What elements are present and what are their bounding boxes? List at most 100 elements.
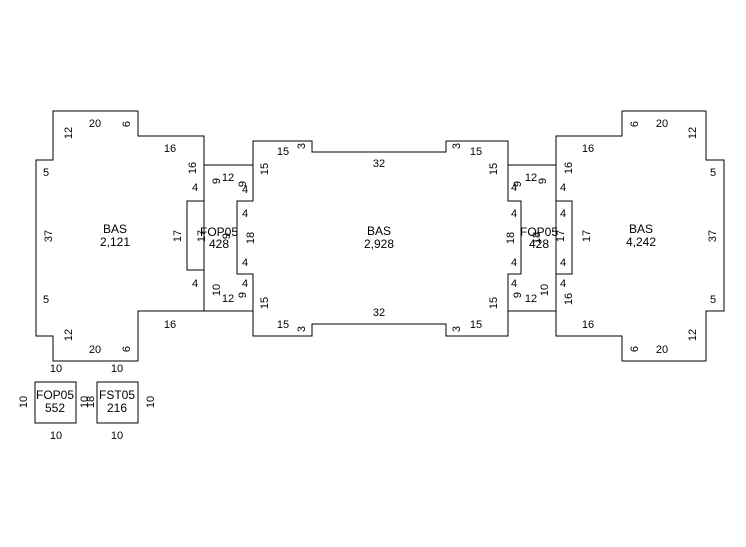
dimension-label: 6: [121, 121, 133, 127]
bas-left-outline: [35, 110, 205, 362]
dimension-label: 3: [451, 326, 463, 332]
dimension-label: 4: [511, 182, 517, 194]
dimension-label: 15: [259, 297, 271, 309]
dimension-label: 10: [211, 284, 223, 296]
dimension-label: 16: [187, 162, 199, 174]
dimension-label: 4: [511, 257, 517, 269]
dimension-label: 16: [563, 162, 575, 174]
area-value: 428: [209, 237, 229, 251]
dimension-label: 10: [111, 363, 123, 375]
dimension-label: 9: [512, 181, 524, 187]
dimension-label: 15: [470, 146, 482, 158]
dimension-label: 6: [629, 346, 641, 352]
dimension-label: 12: [525, 293, 537, 305]
dimension-label: 37: [43, 230, 55, 242]
area-value: 428: [529, 237, 549, 251]
dimension-label: 20: [89, 118, 101, 130]
area-code: FOP05: [36, 388, 74, 402]
dimension-label: 4: [192, 182, 198, 194]
dimension-label: 12: [222, 172, 234, 184]
dimension-label: 10: [111, 430, 123, 442]
dimension-label: 4: [511, 278, 517, 290]
dimension-label: 18: [245, 232, 257, 244]
dimension-label: 10: [50, 363, 62, 375]
dimension-label: 9: [237, 292, 249, 298]
area-code: BAS: [103, 222, 127, 236]
fst-small-outline: [96, 381, 139, 424]
dimension-label: 5: [43, 167, 49, 179]
area-code: FST05: [99, 388, 135, 402]
dimension-label: 15: [470, 319, 482, 331]
area-value: 2,121: [100, 235, 130, 249]
dimension-label: 9: [237, 181, 249, 187]
bas-right-outline: [555, 110, 725, 362]
dimension-label: 4: [511, 208, 517, 220]
dimension-label: 12: [687, 329, 699, 341]
dimension-label: 15: [277, 146, 289, 158]
area-code: BAS: [367, 224, 391, 238]
dimension-label: 12: [63, 329, 75, 341]
dimension-label: 9: [512, 292, 524, 298]
dimension-label: 10: [79, 396, 91, 408]
dimension-label: 9: [221, 233, 233, 239]
dimension-label: 16: [164, 319, 176, 331]
dimension-label: 3: [296, 326, 308, 332]
dimension-label: 6: [629, 121, 641, 127]
dimension-label: 12: [63, 127, 75, 139]
dimension-label: 4: [242, 208, 248, 220]
dimension-label: 12: [525, 172, 537, 184]
dimension-label: 37: [707, 230, 719, 242]
dimension-label: 9: [211, 178, 223, 184]
dimension-label: 17: [196, 230, 208, 242]
dimension-label: 15: [259, 163, 271, 175]
dimension-label: 10: [145, 396, 157, 408]
dimension-label: 20: [656, 118, 668, 130]
bas-center-outline: [236, 140, 522, 337]
dimension-label: 18: [85, 396, 97, 408]
dimension-label: 4: [242, 184, 248, 196]
dimension-label: 20: [656, 344, 668, 356]
dimension-label: 18: [505, 232, 517, 244]
area-code: BAS: [629, 222, 653, 236]
dimension-label: 10: [50, 430, 62, 442]
area-value: 4,242: [626, 235, 656, 249]
dimension-label: 4: [192, 278, 198, 290]
dimension-label: 4: [242, 257, 248, 269]
dimension-label: 32: [373, 158, 385, 170]
area-code: FOP05: [200, 225, 238, 239]
dimension-label: 15: [277, 319, 289, 331]
dimension-label: 12: [222, 293, 234, 305]
area-value: 552: [45, 401, 65, 415]
dimension-label: 16: [582, 319, 594, 331]
dimension-label: 15: [488, 163, 500, 175]
dimension-label: 4: [560, 182, 566, 194]
dimension-label: 17: [172, 230, 184, 242]
dimension-label: 10: [539, 284, 551, 296]
dimension-label: 3: [296, 143, 308, 149]
dimension-label: 17: [555, 230, 567, 242]
dimension-label: 4: [560, 278, 566, 290]
area-code: FOP05: [520, 225, 558, 239]
dimension-label: 20: [89, 344, 101, 356]
dimension-label: 4: [560, 208, 566, 220]
dimension-label: 10: [18, 396, 30, 408]
dimension-label: 12: [687, 127, 699, 139]
dimension-label: 15: [488, 297, 500, 309]
dimension-label: 6: [121, 346, 133, 352]
dimension-label: 16: [563, 293, 575, 305]
fop-small-outline: [34, 381, 77, 424]
dimension-label: 18: [531, 232, 543, 244]
dimension-label: 4: [560, 257, 566, 269]
area-value: 216: [107, 401, 127, 415]
dimension-label: 5: [710, 294, 716, 306]
dimension-label: 4: [242, 278, 248, 290]
dimension-label: 16: [164, 143, 176, 155]
dimension-label: 9: [537, 178, 549, 184]
dimension-label: 3: [451, 143, 463, 149]
dimension-label: 5: [710, 167, 716, 179]
area-value: 2,928: [364, 237, 394, 251]
dimension-label: 16: [582, 143, 594, 155]
dimension-label: 32: [373, 307, 385, 319]
dimension-label: 17: [581, 230, 593, 242]
